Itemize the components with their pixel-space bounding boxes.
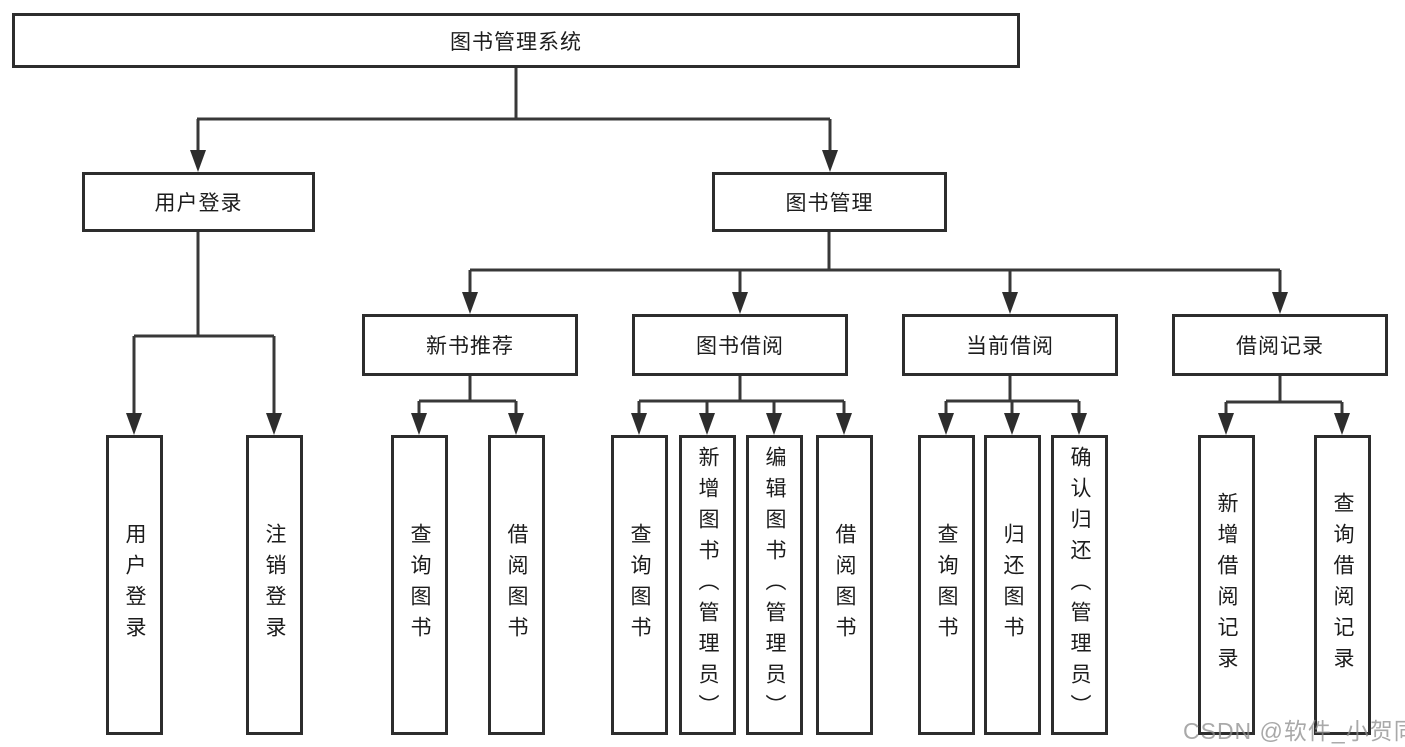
csdn-watermark: CSDN @软件_小贺同学	[1183, 718, 1405, 744]
leaf-edit-books-admin: 编辑图书（管理员）	[746, 435, 803, 735]
leaf-user-login: 用户登录	[106, 435, 163, 735]
node-library-system-label: 图书管理系统	[450, 30, 582, 54]
node-book-management: 图书管理	[712, 172, 947, 232]
node-book-borrow: 图书借阅	[632, 314, 848, 376]
node-borrow-records: 借阅记录	[1172, 314, 1388, 376]
leaf-logout: 注销登录	[246, 435, 303, 735]
leaf-confirm-return-admin: 确认归还（管理员）	[1051, 435, 1108, 735]
node-book-borrow-label: 图书借阅	[696, 335, 784, 358]
leaf-borrow-books: 借阅图书	[816, 435, 873, 735]
node-current-borrow: 当前借阅	[902, 314, 1118, 376]
leaf-borrow-books-recommend-label: 借阅图书	[505, 523, 528, 647]
node-current-borrow-label: 当前借阅	[966, 335, 1054, 358]
leaf-edit-books-admin-label: 编辑图书（管理员）	[763, 445, 786, 725]
node-new-book-recommend-label: 新书推荐	[426, 335, 514, 358]
leaf-query-books-borrow-label: 查询图书	[628, 523, 651, 647]
leaf-query-books-borrow: 查询图书	[611, 435, 668, 735]
leaf-add-books-admin: 新增图书（管理员）	[679, 435, 736, 735]
connector-root-to-level2	[190, 68, 838, 172]
node-borrow-records-label: 借阅记录	[1236, 335, 1324, 358]
connector-user-login-branch	[126, 232, 282, 435]
leaf-return-books: 归还图书	[984, 435, 1041, 735]
leaf-query-books-current-label: 查询图书	[935, 523, 958, 647]
leaf-user-login-label: 用户登录	[123, 523, 146, 647]
connector-borrow-records-branch	[1218, 376, 1350, 435]
leaf-query-books-recommend: 查询图书	[391, 435, 448, 735]
leaf-add-borrow-record-label: 新增借阅记录	[1215, 492, 1238, 678]
leaf-confirm-return-admin-label: 确认归还（管理员）	[1068, 445, 1091, 725]
leaf-add-borrow-record: 新增借阅记录	[1198, 435, 1255, 735]
connector-book-borrow-branch	[631, 376, 852, 435]
leaf-return-books-label: 归还图书	[1001, 523, 1024, 647]
leaf-add-books-admin-label: 新增图书（管理员）	[696, 445, 719, 725]
node-user-login: 用户登录	[82, 172, 315, 232]
leaf-borrow-books-label: 借阅图书	[833, 523, 856, 647]
leaf-query-borrow-record: 查询借阅记录	[1314, 435, 1371, 735]
leaf-query-books-current: 查询图书	[918, 435, 975, 735]
leaf-borrow-books-recommend: 借阅图书	[488, 435, 545, 735]
connector-new-book-branch	[411, 376, 524, 435]
node-new-book-recommend: 新书推荐	[362, 314, 578, 376]
connector-current-borrow-branch	[938, 376, 1087, 435]
leaf-query-borrow-record-label: 查询借阅记录	[1331, 492, 1354, 678]
node-user-login-label: 用户登录	[154, 192, 243, 215]
node-book-management-label: 图书管理	[785, 192, 874, 215]
connector-book-mgmt-branch	[462, 232, 1288, 314]
node-library-system: 图书管理系统	[12, 13, 1020, 68]
leaf-query-books-recommend-label: 查询图书	[408, 523, 431, 647]
leaf-logout-label: 注销登录	[263, 523, 286, 647]
